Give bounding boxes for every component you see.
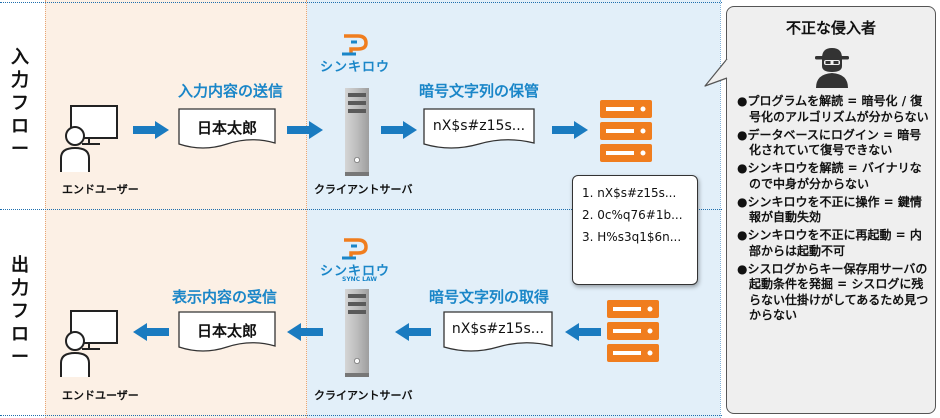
logo-mark-icon	[342, 238, 368, 260]
speech-tail	[704, 58, 729, 87]
fetch-title: 暗号文字列の取得	[429, 288, 550, 306]
store-title: 暗号文字列の保管	[419, 82, 540, 100]
plain-text-value: 日本太郎	[196, 322, 257, 340]
hacker-icon	[815, 48, 849, 88]
client-server-icon	[345, 88, 369, 176]
intruder-title: 不正な侵入者	[785, 19, 876, 37]
sync-law-logo: シンキロウ	[318, 33, 408, 77]
input-flow-label: 入力フロー	[11, 47, 29, 160]
plain-text-document: 日本太郎	[178, 311, 276, 355]
cipher-text-value: nX$s#z15s...	[432, 118, 526, 134]
cipher-text-document: nX$s#z15s...	[423, 108, 535, 152]
arrow-left-icon	[287, 323, 323, 341]
cipher-list-item: 3. H%s3q1$6n...	[582, 230, 682, 244]
intruder-item: ●シンキロウを不正に再起動 = 内部からは起動不可	[737, 228, 922, 258]
intruder-item: ●シンキロウを解読 = バイナリなので中身が分からない	[737, 161, 922, 191]
end-user-icon	[60, 105, 118, 172]
arrow-right-icon	[133, 121, 169, 139]
cipher-list-item: 1. nX$s#z15s...	[582, 186, 677, 200]
arrow-left-icon	[133, 323, 169, 341]
logo-name: シンキロウ	[320, 60, 391, 75]
intruder-item: ●シンキロウを不正に操作 = 鍵情報が自動失効	[737, 194, 922, 225]
sync-law-logo: シンキロウ SYNC LAW	[318, 237, 408, 285]
plain-text-document: 日本太郎	[178, 108, 276, 152]
logo-name: シンキロウ	[320, 264, 391, 279]
client-server-icon	[345, 289, 369, 377]
client-server-caption: クライアントサーバ	[314, 389, 413, 402]
arrow-left-icon	[395, 323, 431, 341]
plain-text-value: 日本太郎	[196, 119, 257, 137]
intruder-item: ●シスログからキー保存用サーバの起動条件を発掘 = シスログに残らない仕掛けがし…	[737, 261, 929, 323]
key-storage-server-icon	[600, 100, 652, 162]
arrow-right-icon	[381, 121, 417, 139]
key-storage-server-icon	[607, 300, 659, 362]
end-user-caption: エンドユーザー	[62, 389, 139, 402]
arrow-right-icon	[552, 121, 588, 139]
intruder-item: ●プログラムを解読 = 暗号化 / 復号化のアルゴリズムが分からない	[737, 94, 929, 124]
end-user-caption: エンドユーザー	[62, 183, 139, 196]
intruder-item: ●データベースにログイン = 暗号化されていて復号できない	[737, 127, 922, 158]
receive-title: 表示内容の受信	[172, 288, 278, 306]
send-title: 入力内容の送信	[178, 82, 284, 100]
top-border	[0, 2, 722, 3]
arrow-left-icon	[565, 323, 601, 341]
arrow-right-icon	[287, 121, 323, 139]
cipher-list-item: 2. 0c%q76#1b...	[582, 208, 683, 222]
logo-tagline: SYNC LAW	[342, 276, 377, 283]
intruder-panel: 不正な侵入者 ●プログラムを解読 = 暗号化 / 復号化のアルゴリズムが分からな…	[726, 6, 936, 414]
output-flow-label: 出力フロー	[11, 255, 29, 368]
cipher-text-value: nX$s#z15s...	[451, 321, 545, 337]
row-divider	[0, 209, 722, 210]
end-user-icon	[60, 310, 118, 377]
cipher-text-document: nX$s#z15s...	[443, 311, 553, 355]
cipher-list-box: 1. nX$s#z15s... 2. 0c%q76#1b... 3. H%s3q…	[572, 175, 698, 285]
client-server-caption: クライアントサーバ	[314, 183, 413, 196]
intruder-list: ●プログラムを解読 = 暗号化 / 復号化のアルゴリズムが分からない ●データベ…	[737, 94, 933, 326]
bottom-border	[0, 415, 722, 416]
logo-mark-icon	[342, 34, 368, 56]
